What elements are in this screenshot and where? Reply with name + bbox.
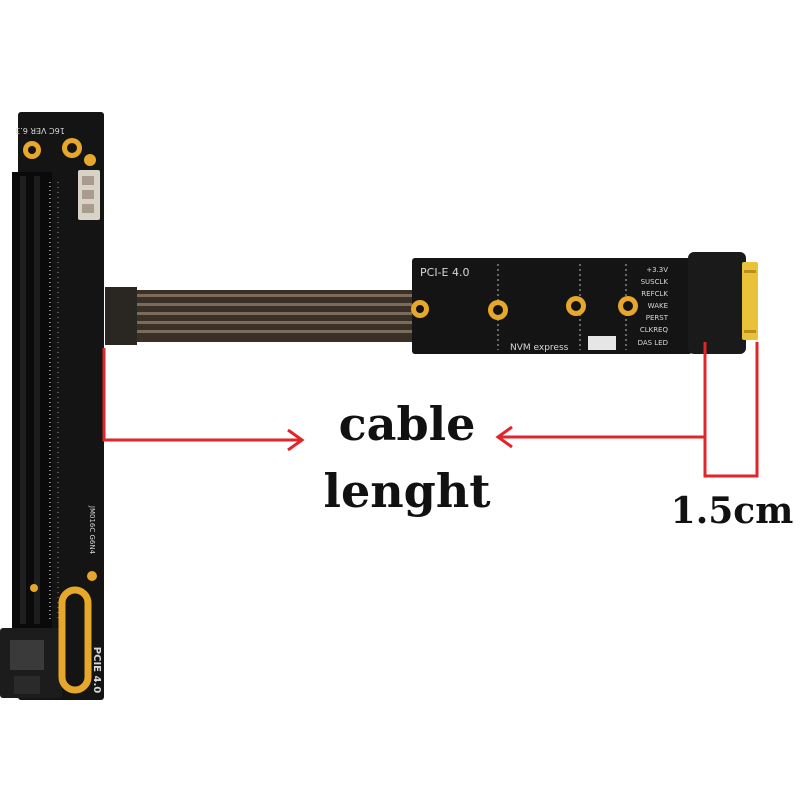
m2-signal-label: PERST bbox=[646, 314, 669, 322]
m2-signal-label: CLKREQ bbox=[640, 326, 669, 334]
sticker bbox=[588, 336, 616, 350]
pcie-x16-slot bbox=[12, 172, 52, 628]
measurement-annotation bbox=[102, 342, 759, 478]
m2-title: PCI-E 4.0 bbox=[420, 266, 469, 279]
m2-subtitle: NVM express bbox=[510, 343, 569, 353]
cable-length-label-line2: lenght bbox=[323, 464, 491, 518]
riser-bottom-label: PCIE 4.0 bbox=[91, 647, 102, 693]
m2-signal-label: SUSCLK bbox=[641, 278, 669, 286]
extension-bracket bbox=[703, 342, 759, 478]
m2-signal-label: REFCLK bbox=[641, 290, 668, 298]
arrow-head-left bbox=[495, 425, 513, 449]
pcie-riser-board: 16C VER 6.3 JM016C G6N4 PCIE 4.0 bbox=[0, 112, 104, 700]
m2-signal-label: WAKE bbox=[648, 302, 668, 310]
m2-signal-list: +3.3V SUSCLK REFCLK WAKE PERST CLKREQ DA… bbox=[638, 266, 669, 347]
m2-connector bbox=[688, 252, 746, 354]
riser-model-label: JM016C G6N4 bbox=[88, 505, 96, 555]
ribbon-cable bbox=[105, 287, 417, 345]
mounting-hole bbox=[84, 154, 96, 166]
m2-signal-label: +3.3V bbox=[646, 266, 668, 274]
cable-length-label-line1: cable bbox=[339, 397, 476, 451]
cable-start-marker bbox=[102, 348, 300, 442]
arrow-head-right bbox=[287, 428, 305, 452]
m2-signal-label: DAS LED bbox=[638, 339, 668, 347]
m2-adapter-board: PCI-E 4.0 NVM express +3.3V SUSCLK REFCL… bbox=[411, 252, 758, 354]
gold-fingers bbox=[742, 262, 758, 340]
extension-length-label: 1.5cm bbox=[671, 490, 794, 532]
mounting-slot bbox=[58, 586, 92, 694]
riser-top-label: 16C VER 6.3 bbox=[15, 126, 65, 135]
